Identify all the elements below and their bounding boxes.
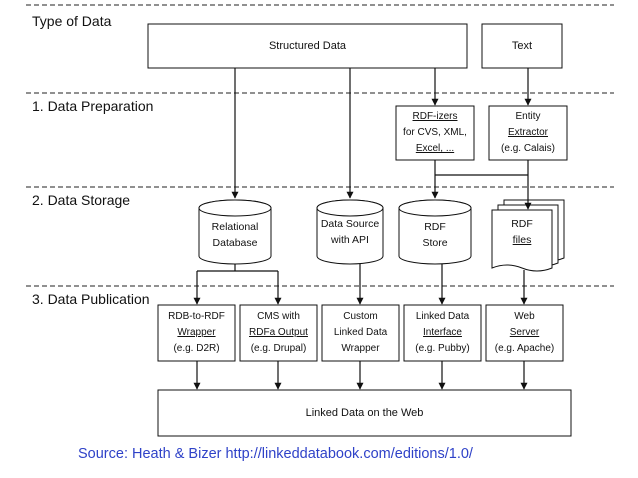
relational-line1: Relational bbox=[211, 221, 259, 233]
custom-wrapper-box bbox=[321, 304, 400, 362]
webserver-line2: Server bbox=[509, 327, 540, 338]
rdb-to-rdf-label: RDB-to-RDF Wrapper (e.g. D2R) bbox=[158, 309, 235, 357]
extractor-line1: Entity bbox=[515, 111, 541, 122]
webserver-line3: (e.g. Apache) bbox=[494, 343, 555, 354]
rdfstore-line2: Store bbox=[422, 237, 448, 249]
cms-line2: RDFa Output bbox=[249, 327, 308, 338]
cms-rdfa-label: CMS with RDFa Output (e.g. Drupal) bbox=[240, 309, 317, 357]
rdfizers-line1: RDF-izers bbox=[412, 111, 458, 122]
linked-data-web-box bbox=[157, 389, 572, 437]
relational-database-cylinder-top bbox=[198, 199, 272, 217]
rdfizers-line2: for CVS, XML, bbox=[403, 127, 467, 138]
structured-data-box bbox=[147, 23, 468, 69]
rdb2rdf-line1: RDB-to-RDF bbox=[168, 311, 225, 322]
web-server-label: Web Server (e.g. Apache) bbox=[486, 309, 563, 357]
rdf-store-cylinder-top bbox=[398, 199, 472, 217]
webserver-line1: Web bbox=[514, 311, 535, 322]
custom-line1: Custom bbox=[343, 311, 378, 322]
rdffiles-line2: files bbox=[512, 234, 532, 246]
layer-label-type-of-data: Type of Data bbox=[32, 13, 112, 29]
custom-line3: Wrapper bbox=[341, 343, 380, 354]
entity-extractor-label: Entity Extractor (e.g. Calais) bbox=[489, 109, 567, 157]
rdb2rdf-line2: Wrapper bbox=[177, 327, 216, 338]
text-box bbox=[481, 23, 563, 69]
source-credit: Source: Heath & Bizer http://linkeddatab… bbox=[78, 446, 473, 462]
text-label: Text bbox=[511, 40, 533, 52]
cms-rdfa-box bbox=[239, 304, 318, 362]
linked-data-interface-box bbox=[403, 304, 482, 362]
extractor-line3: (e.g. Calais) bbox=[501, 143, 555, 154]
layer-label-publication: 3. Data Publication bbox=[32, 291, 150, 307]
data-source-api-cylinder-top bbox=[316, 199, 384, 217]
linked-data-interface-label: Linked Data Interface (e.g. Pubby) bbox=[404, 309, 481, 357]
structured-data-label: Structured Data bbox=[268, 40, 347, 52]
extractor-line2: Extractor bbox=[507, 127, 548, 138]
custom-wrapper-label: Custom Linked Data Wrapper bbox=[322, 309, 399, 357]
data-source-api-label: Data Source with API bbox=[317, 216, 383, 248]
rdfizers-label: RDF-izers for CVS, XML, Excel, ... bbox=[396, 109, 474, 157]
ldinterface-line3: (e.g. Pubby) bbox=[415, 343, 470, 354]
rdf-files-doc-front bbox=[491, 209, 553, 272]
cms-line1: CMS with bbox=[257, 311, 300, 322]
rdffiles-line1: RDF bbox=[511, 218, 533, 230]
relational-database-label: Relational Database bbox=[199, 219, 271, 251]
rdfizers-box bbox=[395, 105, 475, 161]
api-line1: Data Source bbox=[320, 218, 380, 230]
web-server-box bbox=[485, 304, 564, 362]
layer-label-preparation: 1. Data Preparation bbox=[32, 98, 154, 114]
rdfizers-line3: Excel, ... bbox=[415, 143, 455, 154]
custom-line2: Linked Data bbox=[333, 327, 388, 338]
cms-line3: (e.g. Drupal) bbox=[250, 343, 307, 354]
api-line2: with API bbox=[331, 234, 369, 246]
rdb-to-rdf-wrapper-box bbox=[157, 304, 236, 362]
layer-label-storage: 2. Data Storage bbox=[32, 192, 131, 208]
rdf-store-label: RDF Store bbox=[399, 219, 471, 251]
relational-line2: Database bbox=[212, 237, 258, 249]
entity-extractor-box bbox=[488, 105, 568, 161]
linked-data-web-label: Linked Data on the Web bbox=[305, 407, 424, 419]
ldinterface-line1: Linked Data bbox=[415, 311, 470, 322]
rdf-files-label: RDF files bbox=[492, 216, 552, 248]
rdfstore-line1: RDF bbox=[424, 221, 446, 233]
rdb2rdf-line3: (e.g. D2R) bbox=[173, 343, 220, 354]
ldinterface-line2: Interface bbox=[423, 327, 462, 338]
